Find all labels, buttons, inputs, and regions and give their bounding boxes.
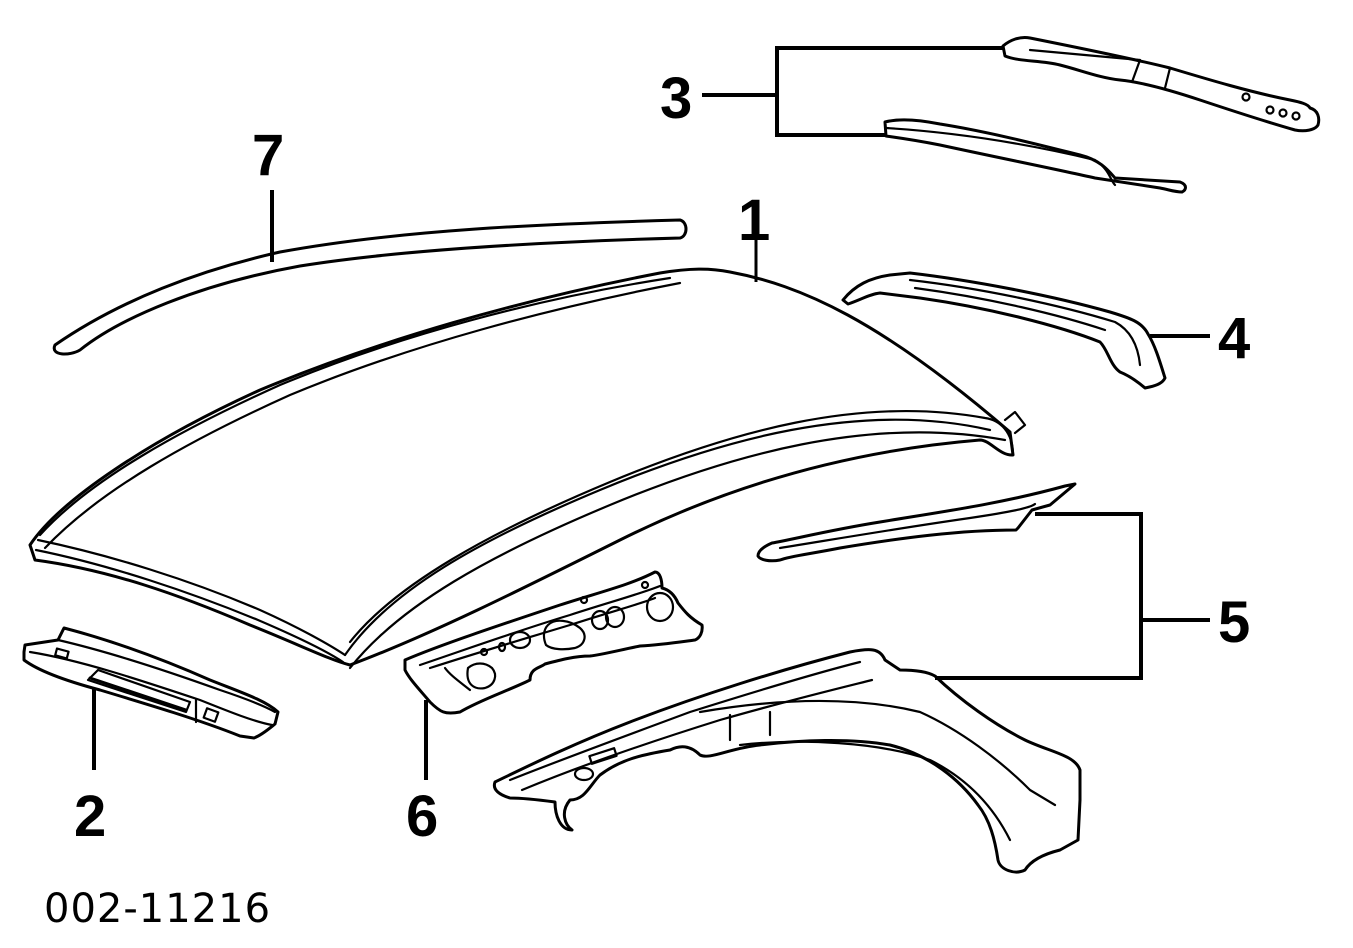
- callout-1: 1: [738, 188, 770, 282]
- callout-7-label: 7: [252, 123, 284, 188]
- part-6-rear-header[interactable]: [403, 570, 704, 715]
- part-2-front-header[interactable]: [22, 626, 280, 740]
- part-1-roof-panel[interactable]: [28, 267, 1027, 670]
- callout-2-label: 2: [74, 784, 106, 849]
- callout-6-label: 6: [406, 784, 438, 849]
- part-5-wheelhouse-inner[interactable]: [492, 648, 1082, 874]
- figure-number: 002-11216: [44, 886, 271, 932]
- callout-5-label: 5: [1218, 590, 1250, 655]
- callout-6: 6: [406, 700, 438, 849]
- callout-7: 7: [252, 123, 284, 262]
- part-3-roof-rail-lower[interactable]: [883, 118, 1187, 194]
- part-5-quarter-rail[interactable]: [756, 482, 1077, 563]
- part-3-roof-rail-upper[interactable]: [1001, 36, 1321, 133]
- callout-4-label: 4: [1218, 306, 1250, 371]
- callout-3-label: 3: [660, 66, 692, 131]
- callout-2: 2: [74, 688, 106, 849]
- callout-3: 3: [660, 46, 1003, 137]
- callout-4: 4: [1150, 306, 1250, 371]
- part-7-drip-molding[interactable]: [52, 218, 688, 356]
- part-4-roof-rail[interactable]: [841, 271, 1167, 390]
- callout-5: 5: [935, 512, 1250, 680]
- callout-1-label: 1: [738, 188, 770, 253]
